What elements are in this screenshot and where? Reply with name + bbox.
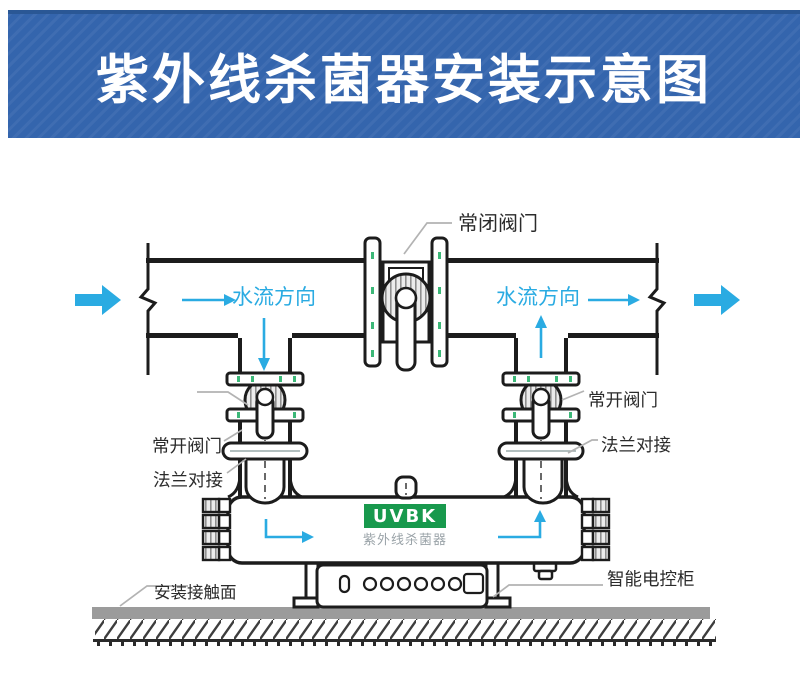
right-foot: [484, 596, 512, 609]
header-banner: 紫外线杀菌器安装示意图: [8, 10, 800, 138]
valve-plate-left: [363, 236, 382, 368]
up-arrow-icon: [535, 315, 547, 328]
label-mounting-surface: 安装接触面: [154, 583, 237, 602]
label-right-flange: 法兰对接: [601, 436, 671, 456]
device-name: 紫外线杀菌器: [362, 533, 447, 548]
label-control-cabinet: 智能电控柜: [607, 570, 695, 590]
cabinet-switch: [338, 574, 351, 594]
sterilizer-vessel: [201, 475, 611, 565]
left-lamp-plugs: [201, 497, 232, 562]
label-flow-left: 水流方向: [232, 285, 316, 309]
indicator-light: [379, 576, 395, 592]
vessel-flow-left-icon: [302, 531, 314, 543]
drain-fitting-cap: [537, 569, 554, 581]
outlet-arrow-icon: [694, 285, 740, 315]
pipe-break-right: [647, 243, 667, 375]
leader-mounting: [119, 585, 188, 607]
indicator-light: [430, 576, 446, 592]
valve-hub: [255, 387, 275, 407]
leader-top-valve: [403, 222, 452, 255]
vertical-pipes: [227, 338, 579, 505]
indicator-light: [413, 576, 429, 592]
flange-ticks: [371, 252, 441, 357]
leader-right-flange: [567, 439, 598, 454]
flow-arrow-right-icon: [628, 294, 640, 306]
left-normally-open-valve: [221, 371, 309, 461]
mounting-surface-bar: [92, 607, 710, 619]
leader-left-valve: [197, 391, 249, 406]
pipe-bottom-a: [146, 333, 238, 338]
ground: [92, 607, 716, 646]
support-and-cabinet: [292, 560, 558, 609]
leader-left-flange: [226, 458, 247, 474]
vessel-flow-up-icon: [534, 510, 546, 522]
valve-hub: [531, 387, 551, 407]
pipe-top-right: [445, 258, 659, 263]
right-normally-open-valve: [497, 371, 585, 461]
valve-flange-top: [501, 371, 581, 387]
normally-closed-valve: [363, 236, 449, 372]
page-title: 紫外线杀菌器安装示意图: [96, 50, 712, 111]
inlet-arrow-icon: [75, 285, 121, 315]
label-flow-right: 水流方向: [496, 285, 580, 309]
label-left-valve: 常开阀门: [152, 437, 222, 457]
leader-left-valve-2: [223, 429, 243, 442]
leader-cabinet: [492, 584, 603, 598]
valve-hub: [394, 286, 418, 310]
valve-flange-top: [225, 371, 305, 387]
pipe-top-left: [146, 258, 367, 263]
flow-arrows: [75, 285, 740, 543]
leader-right-valve: [561, 390, 585, 401]
valve-plate-right: [430, 236, 449, 368]
flange-ticks: [513, 376, 572, 418]
flange-ticks: [237, 376, 296, 418]
pipe-break-left: [138, 243, 158, 375]
ground-hatch: [95, 619, 716, 639]
indicator-light: [447, 576, 463, 592]
pipe-bottom-c: [568, 333, 659, 338]
down-arrow-icon: [258, 358, 270, 371]
label-top-valve: 常闭阀门: [458, 211, 538, 235]
brand-name: UVBK: [372, 505, 438, 527]
ground-baseline: [93, 639, 716, 642]
right-pipe-socket: [522, 456, 564, 505]
label-right-valve: 常开阀门: [588, 391, 658, 411]
indicator-light: [362, 576, 378, 592]
left-foot: [292, 596, 320, 609]
leader-lines: [119, 222, 603, 607]
flow-arrow-left-icon: [224, 294, 236, 306]
brand-badge: UVBK: [364, 504, 446, 528]
label-left-flange: 法兰对接: [153, 471, 223, 491]
indicator-light: [396, 576, 412, 592]
right-lamp-plugs: [580, 497, 611, 562]
cabinet-display: [462, 572, 485, 595]
